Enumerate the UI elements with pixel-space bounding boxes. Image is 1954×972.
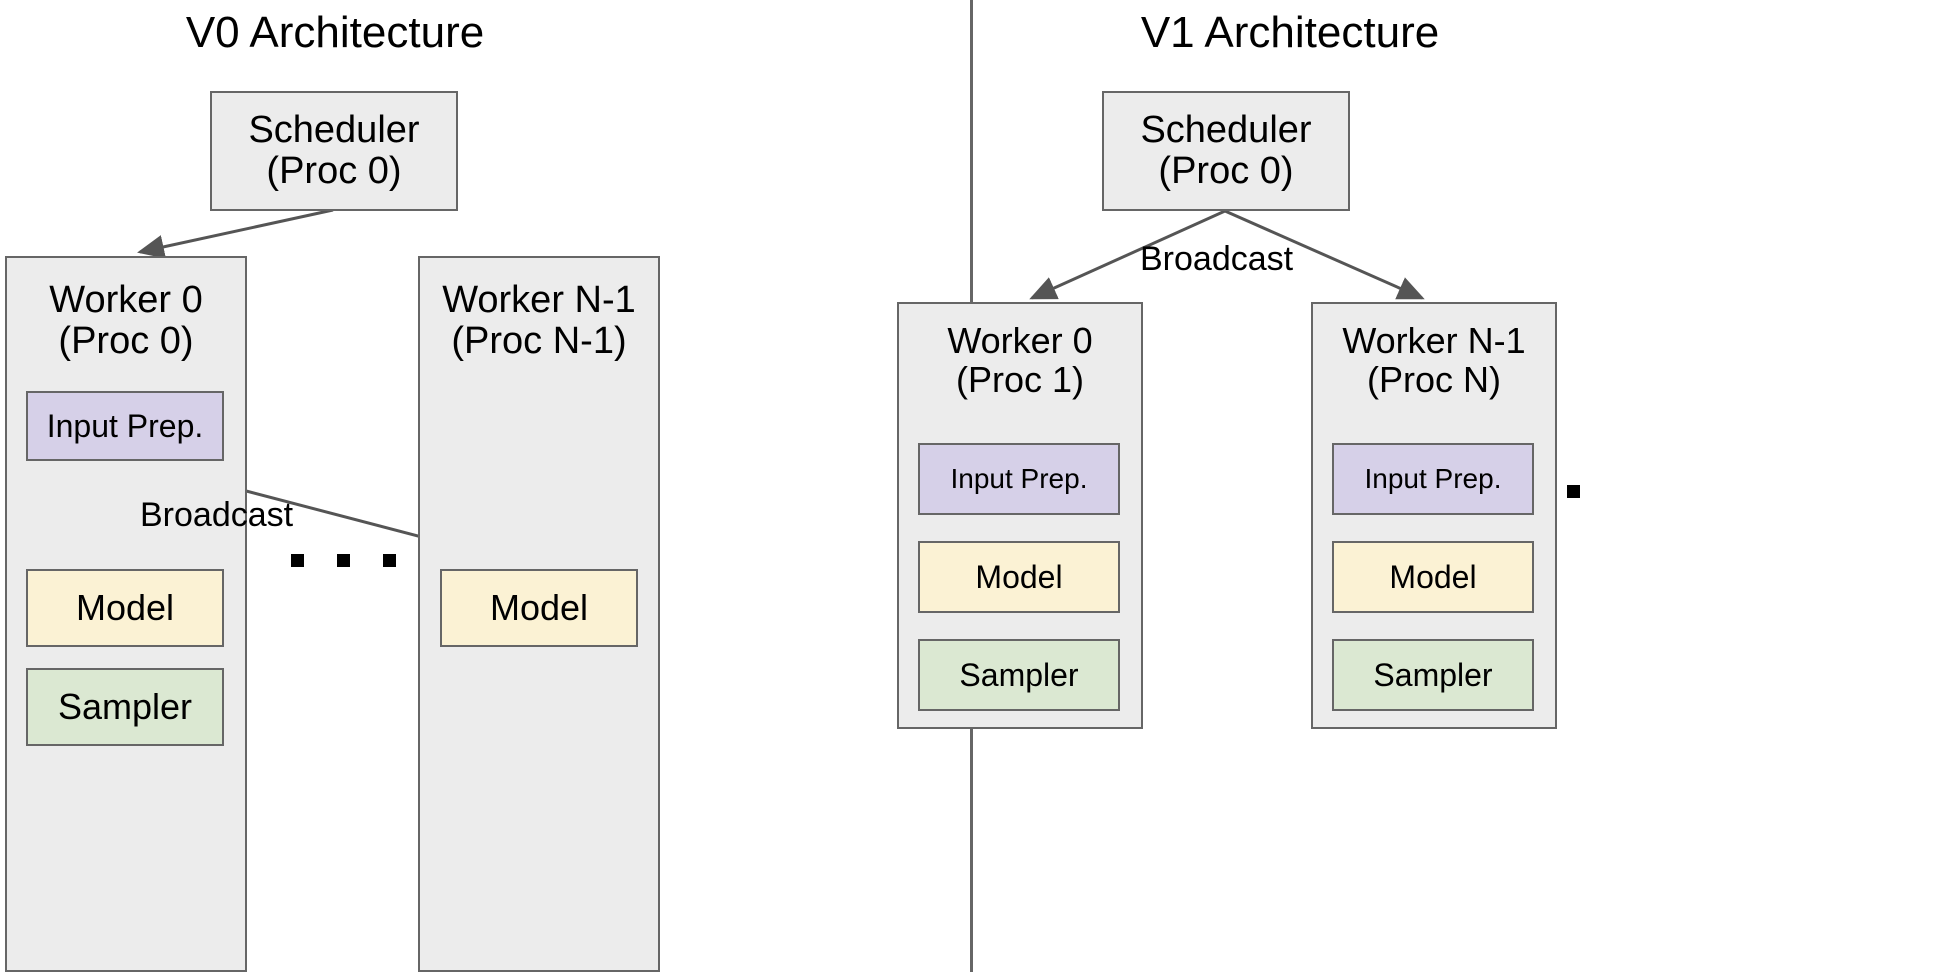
edge-v0-scheduler-to-worker0: [137, 208, 334, 259]
v1-worker-0-component-sampler-label: Sampler: [959, 656, 1079, 693]
v0-worker-n1-component-model[interactable]: Model: [440, 569, 638, 647]
v0-scheduler-line1: Scheduler: [248, 108, 420, 151]
v1-worker-0-component-input-prep[interactable]: Input Prep.: [918, 443, 1120, 515]
v1-ellipsis-dot: [1567, 485, 1580, 498]
v1-scheduler-box[interactable]: Scheduler (Proc 0): [1102, 91, 1350, 211]
v0-ellipsis: [291, 554, 396, 567]
v0-scheduler-line2: (Proc 0): [266, 150, 402, 192]
v1-worker-0-component-model-label: Model: [975, 558, 1063, 595]
v1-worker-n1-component-model[interactable]: Model: [1332, 541, 1534, 613]
panel-title-v0: V0 Architecture: [185, 8, 485, 57]
v0-worker-n1-line1: Worker N-1: [442, 279, 636, 321]
v0-worker-0-component-model-label: Model: [75, 587, 175, 628]
v1-worker-n1-component-sampler-label: Sampler: [1373, 656, 1493, 693]
v1-worker-n1-component-model-label: Model: [1389, 558, 1477, 595]
v1-worker-n1-component-input-prep-label: Input Prep.: [1364, 463, 1502, 494]
v1-broadcast-label: Broadcast: [1140, 240, 1294, 278]
v0-worker-0-component-sampler-label: Sampler: [57, 686, 193, 727]
v0-worker-0-component-model[interactable]: Model: [26, 569, 224, 647]
v1-worker-0-component-sampler[interactable]: Sampler: [918, 639, 1120, 711]
panel-title-v1: V1 Architecture: [1140, 8, 1440, 57]
v0-broadcast-label: Broadcast: [140, 496, 294, 534]
v0-worker-0-line2: (Proc 0): [58, 320, 194, 363]
v0-scheduler-box[interactable]: Scheduler (Proc 0): [210, 91, 458, 211]
v0-ellipsis-dot: [337, 554, 350, 567]
v0-worker-0-component-input-prep[interactable]: Input Prep.: [26, 391, 224, 461]
v0-worker-0-component-sampler[interactable]: Sampler: [26, 668, 224, 746]
v0-worker-n1-component-model-label: Model: [489, 587, 589, 628]
v1-worker-0-component-model[interactable]: Model: [918, 541, 1120, 613]
v0-ellipsis-dot: [291, 554, 304, 567]
v1-scheduler-line1: Scheduler: [1140, 108, 1312, 151]
v0-ellipsis-dot: [383, 554, 396, 567]
v1-worker-n1-component-sampler[interactable]: Sampler: [1332, 639, 1534, 711]
v1-worker-0-line2: (Proc 1): [955, 358, 1085, 400]
v1-worker-n1-component-input-prep[interactable]: Input Prep.: [1332, 443, 1534, 515]
v0-worker-0-line1: Worker 0: [49, 279, 203, 321]
v1-scheduler-line2: (Proc 0): [1158, 150, 1294, 192]
v1-worker-n1-line2: (Proc N): [1367, 358, 1501, 400]
v1-worker-0-component-input-prep-label: Input Prep.: [950, 463, 1088, 494]
v0-worker-n1-line2: (Proc N-1): [451, 320, 627, 363]
v1-worker-n1-line1: Worker N-1: [1342, 320, 1526, 361]
v1-worker-0-line1: Worker 0: [947, 320, 1093, 361]
v0-worker-0-component-input-prep-label: Input Prep.: [46, 407, 204, 444]
